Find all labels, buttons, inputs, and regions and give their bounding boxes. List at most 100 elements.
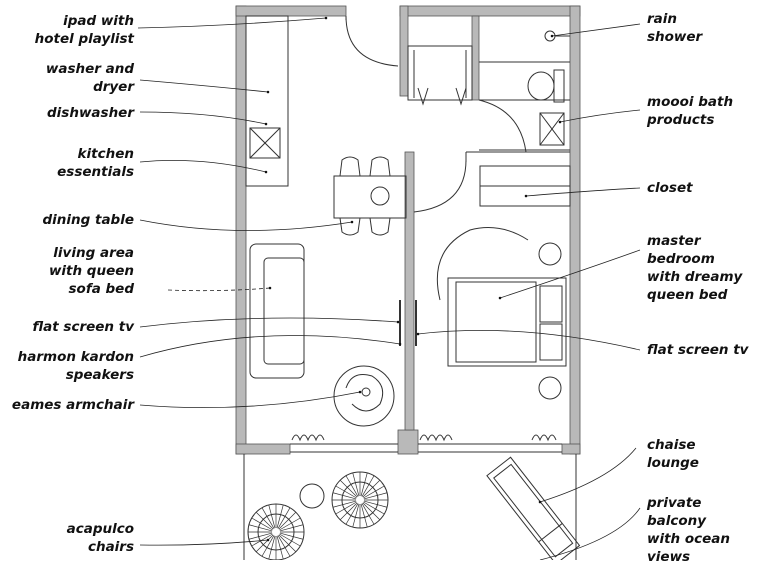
chair-spoke <box>361 503 375 525</box>
label-speakers: harmon kardon speakers <box>17 349 134 383</box>
leader-tv-right <box>416 330 641 351</box>
kitchen-counter <box>245 15 289 187</box>
chair-spoke <box>362 479 381 498</box>
label-flat-screen-tv-right: flat screen tv <box>647 342 749 358</box>
leader-kitchen <box>139 159 268 174</box>
chair-spoke <box>363 501 385 515</box>
leader-closet <box>524 187 641 198</box>
dishwasher-box <box>249 127 281 159</box>
chair-spoke <box>261 535 275 557</box>
eames-armchair <box>333 365 395 427</box>
wall-top-left <box>235 5 347 17</box>
wall-bottom-right <box>561 443 581 455</box>
side-table <box>299 483 325 509</box>
leader-living <box>167 286 272 292</box>
entry-closet <box>407 45 473 101</box>
chair-spoke <box>248 524 273 532</box>
label-master-bedroom: master bedroom with dreamy queen bed <box>647 233 743 303</box>
chair-spoke <box>261 507 275 529</box>
chair-spoke <box>278 534 297 553</box>
curtain-mid <box>419 434 453 442</box>
chaise-lounge <box>486 456 581 560</box>
chair-spoke <box>279 533 301 547</box>
dining-table-top <box>333 175 407 219</box>
chair-spoke <box>363 485 385 499</box>
chair-spoke <box>335 501 357 515</box>
bath-door-swing <box>478 99 527 153</box>
label-dishwasher: dishwasher <box>47 105 134 121</box>
chair-spoke <box>345 503 359 525</box>
chair-spoke <box>339 479 358 498</box>
label-ipad: ipad with hotel playlist <box>34 13 134 47</box>
label-acapulco-chairs: acapulco chairs <box>66 521 134 555</box>
chair-spoke <box>279 517 301 531</box>
wall-left <box>235 5 247 455</box>
label-washer-dryer: washer and dryer <box>45 61 134 95</box>
label-closet: closet <box>647 180 693 196</box>
leader-rain <box>550 23 641 38</box>
chair-spoke <box>251 533 273 547</box>
nightstand-bottom <box>538 376 562 400</box>
leader-balcony <box>539 507 641 560</box>
chair-spoke <box>279 532 304 540</box>
wall-right <box>569 5 581 455</box>
chair-spoke <box>352 503 360 528</box>
label-living-area: living area with queen sofa bed <box>48 245 134 297</box>
sofa <box>249 243 305 379</box>
curtain-left <box>291 434 325 442</box>
curtain-right <box>531 434 557 442</box>
leader-dishwasher <box>139 111 268 126</box>
leader-speakers <box>139 335 402 358</box>
chair-spoke <box>363 492 388 500</box>
label-private-balcony: private balcony with ocean views <box>647 495 731 565</box>
chair-spoke <box>362 502 381 521</box>
chair-spoke <box>339 502 358 521</box>
leader-washer <box>139 79 270 94</box>
leader-moooi <box>558 109 641 124</box>
chair-spoke <box>278 511 297 530</box>
wall-entry-stub <box>399 5 409 97</box>
chair-spoke <box>277 535 291 557</box>
label-eames-armchair: eames armchair <box>11 397 134 413</box>
chair-spoke <box>276 504 284 529</box>
chair-spoke <box>361 475 375 497</box>
chair-spoke <box>345 475 359 497</box>
leader-master <box>498 249 641 300</box>
chair-spoke <box>352 472 360 497</box>
toilet-bowl <box>527 71 555 101</box>
toilet-tank <box>553 69 565 103</box>
wall-top-right <box>399 5 581 17</box>
bath-sink <box>539 112 565 146</box>
nightstand-top <box>538 242 562 266</box>
chair-spoke <box>335 485 357 499</box>
bed-frame <box>447 277 567 367</box>
wall-bottom-mid <box>397 429 419 455</box>
chair-spoke <box>251 517 273 531</box>
chair-spoke <box>255 534 274 553</box>
bedroom-door-swing <box>413 159 467 213</box>
leader-dining <box>139 219 354 231</box>
label-dining-table: dining table <box>42 212 134 228</box>
chair-spoke <box>255 511 274 530</box>
wall-bottom-left <box>235 443 291 455</box>
leader-eames <box>139 390 362 408</box>
wall-partition <box>404 151 415 431</box>
chair-spoke <box>360 472 368 497</box>
chair-spoke <box>332 492 357 500</box>
entry-door-swing <box>345 15 399 67</box>
leader-lines <box>137 16 641 560</box>
label-rain-shower: rain shower <box>647 11 703 45</box>
label-chaise-lounge: chaise lounge <box>647 437 699 471</box>
leader-ipad <box>137 16 328 29</box>
chair-spoke <box>363 500 388 508</box>
bedroom-rug <box>436 227 529 301</box>
chair-spoke <box>276 535 284 560</box>
label-kitchen-essentials: kitchen essentials <box>57 146 134 180</box>
leader-tv-left <box>139 317 400 328</box>
wall-bath-left <box>471 15 480 101</box>
chair-spoke <box>248 532 273 540</box>
chair-spoke <box>277 507 291 529</box>
leader-acapulco <box>139 538 270 546</box>
chair-spoke <box>360 503 368 528</box>
